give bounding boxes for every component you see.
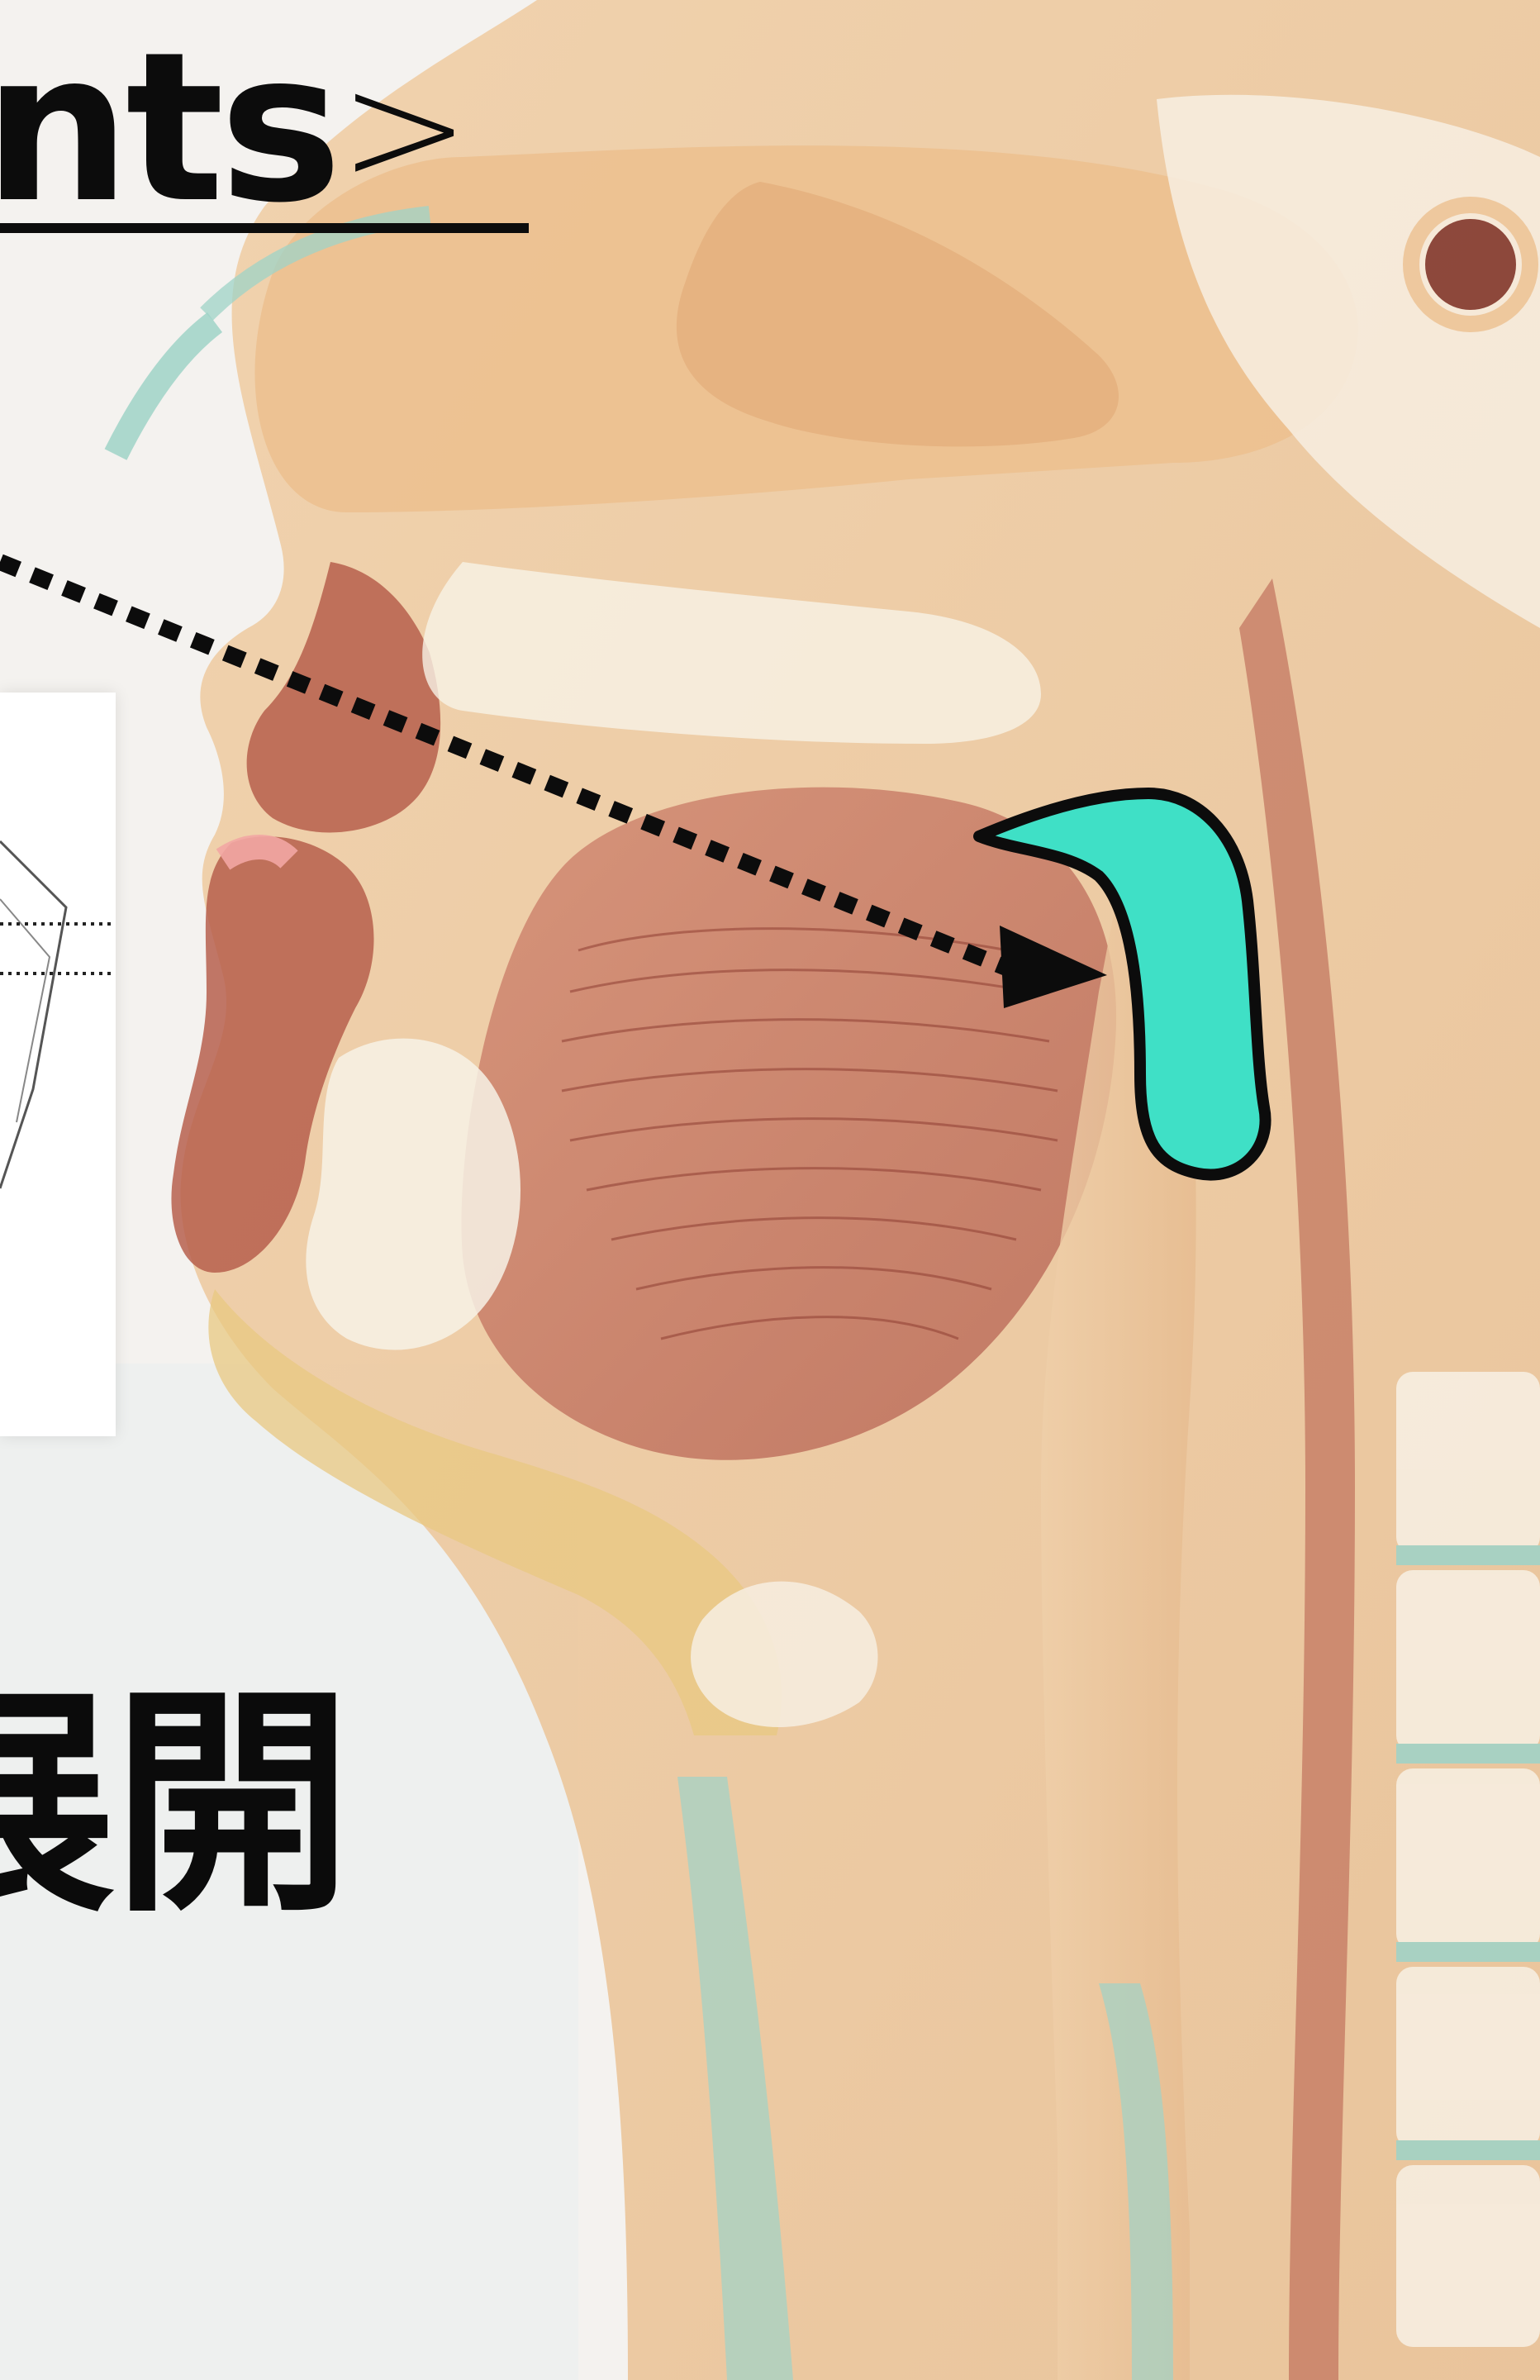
bottom-caption: 展開 — [0, 1686, 349, 1925]
title-underline — [0, 223, 529, 233]
dotted-arrow-icon — [0, 562, 1024, 975]
title-suffix: > — [339, 50, 470, 207]
arrow-head-icon — [1000, 926, 1107, 1008]
title-fragment: nts — [0, 25, 337, 231]
